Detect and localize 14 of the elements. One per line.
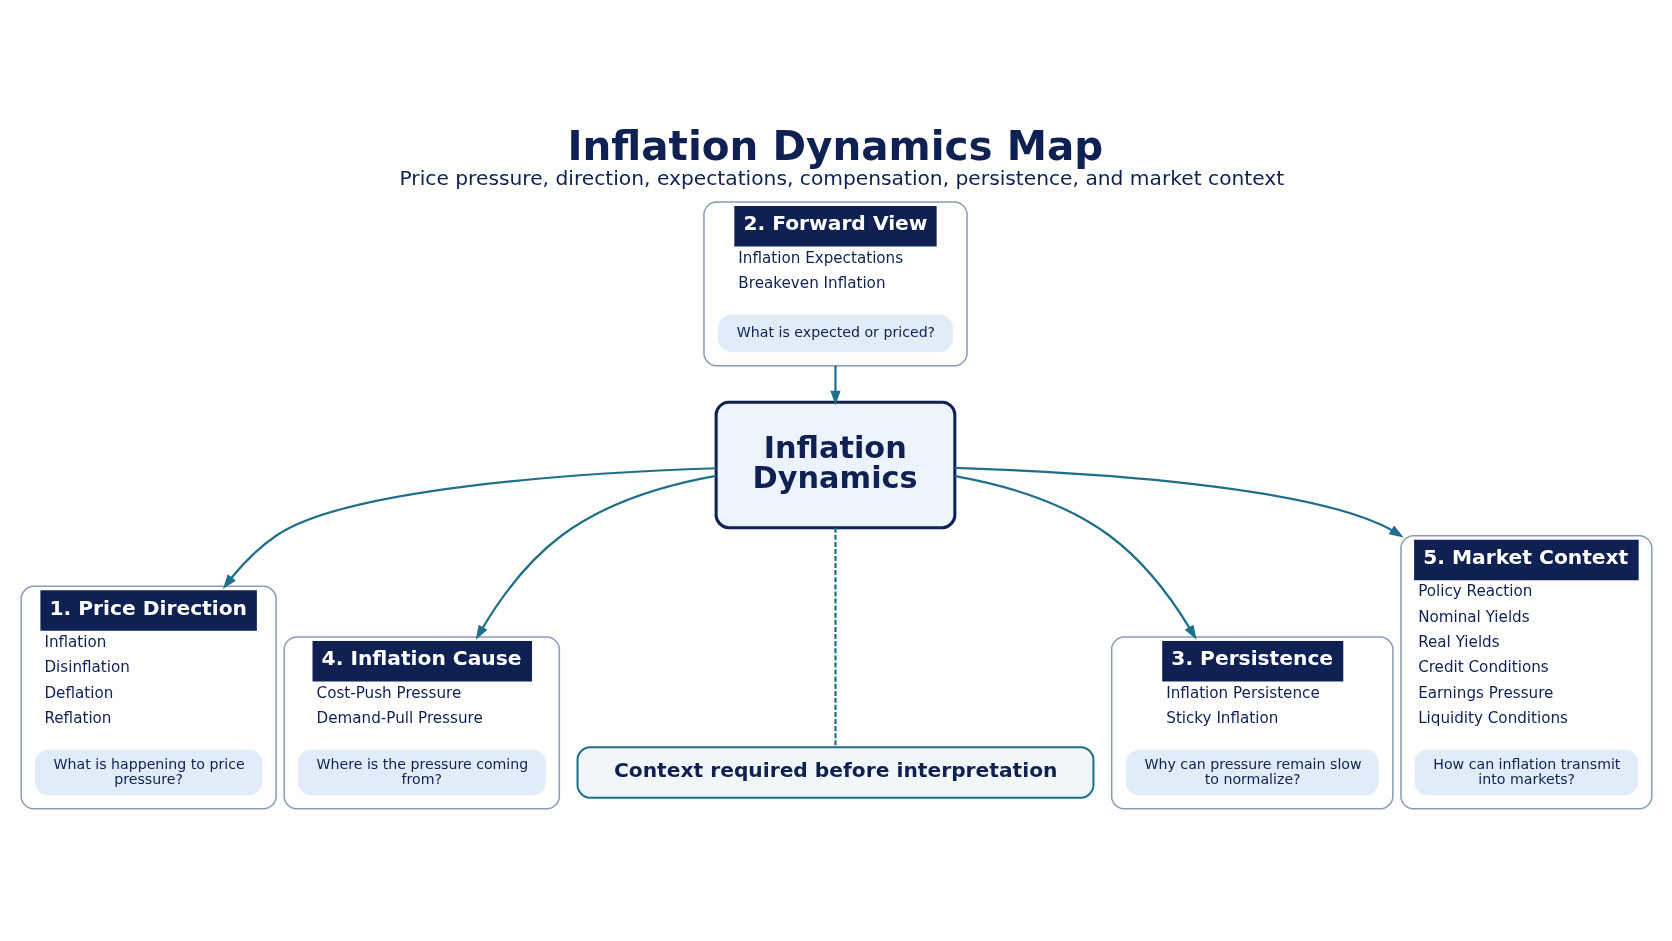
arrow — [222, 466, 716, 589]
node-box: What is happening to price pressure? — [34, 749, 262, 795]
node-box: Why can pressure remain slow to normalize? — [1125, 749, 1379, 795]
node-box: Context required before interpretation — [576, 745, 1094, 799]
node-box: How can inflation transmit into markets? — [1414, 749, 1638, 795]
node-box: Where is the pressure coming from? — [297, 749, 546, 795]
arrow — [475, 474, 716, 640]
arrow — [954, 474, 1197, 640]
arrow — [954, 466, 1404, 537]
node-box: What is expected or priced? — [717, 314, 953, 352]
node-box: Inflation Dynamics — [714, 400, 956, 529]
arrow — [829, 365, 841, 405]
diagram-title: Inflation Dynamics Map — [566, 121, 1103, 170]
connector — [833, 527, 837, 747]
